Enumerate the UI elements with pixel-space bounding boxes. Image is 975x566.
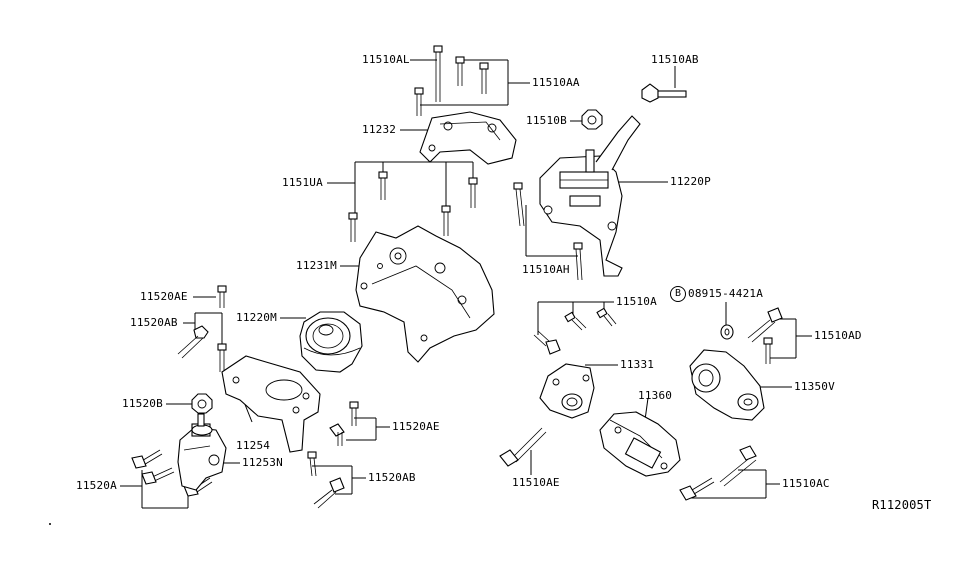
label-11520A: 11520A	[76, 479, 117, 492]
bolts-11520AB-left	[177, 325, 227, 372]
label-11510AA: 11510AA	[532, 76, 580, 89]
bolts-11510AC	[679, 445, 757, 501]
bolt-11510AA-3	[414, 87, 424, 116]
bolts-11520AE-right	[329, 401, 359, 446]
bolts-11520A	[131, 449, 213, 497]
label-11232: 11232	[362, 123, 397, 136]
bolt-11520AE-top	[217, 285, 227, 308]
bolt-11510AL	[433, 45, 443, 102]
bracket-11232	[419, 111, 517, 165]
label-11253N: 11253N	[242, 456, 283, 469]
label-11520AB-left: 11520AB	[130, 316, 178, 329]
label-08915-4421A: 08915-4421A	[688, 287, 764, 300]
registration-dot	[49, 523, 51, 525]
bracket-11254	[221, 355, 321, 453]
label-11331: 11331	[620, 358, 655, 371]
bolts-11510A	[533, 307, 617, 355]
bracket-11331	[539, 363, 595, 419]
label-11520AE-top: 11520AE	[140, 290, 188, 303]
label-11220M: 11220M	[236, 311, 277, 324]
mount-11220P	[539, 115, 641, 277]
washer-08915-4421A	[720, 324, 734, 340]
label-11510B: 11510B	[526, 114, 567, 127]
bolts-11510AH	[513, 182, 583, 281]
b-symbol: B	[670, 286, 686, 302]
mount-11220M	[299, 311, 363, 373]
mount-11253N	[177, 413, 227, 491]
label-11510AE: 11510AE	[512, 476, 560, 489]
diagram-code: R112005T	[872, 498, 932, 512]
bolts-11520AB-lower	[307, 451, 345, 509]
bolts-11510AD	[747, 307, 783, 364]
bolts-1151UA	[348, 171, 478, 242]
label-11220P: 11220P	[670, 175, 711, 188]
nut-11520B	[191, 393, 213, 414]
label-11510AC: 11510AC	[782, 477, 830, 490]
label-11520B: 11520B	[122, 397, 163, 410]
mount-11360	[599, 411, 681, 477]
bolt-11510AB	[641, 83, 687, 103]
label-11510AL: 11510AL	[362, 53, 410, 66]
label-1151UA: 1151UA	[282, 176, 323, 189]
bolt-11510AA-1	[455, 56, 465, 86]
label-11510AB: 11510AB	[651, 53, 699, 66]
label-11254: 11254	[236, 439, 271, 452]
nut-11510B	[581, 109, 603, 130]
label-11231M: 11231M	[296, 259, 337, 272]
bolt-11510AE	[499, 427, 547, 467]
bolt-11510AA-2	[479, 62, 489, 94]
leader-lines	[120, 59, 812, 509]
bracket-11231M	[355, 225, 495, 363]
label-11510AD: 11510AD	[814, 329, 862, 342]
label-11510A: 11510A	[616, 295, 657, 308]
label-11350V: 11350V	[794, 380, 835, 393]
rod-11350V	[689, 349, 765, 421]
label-11520AE-right: 11520AE	[392, 420, 440, 433]
label-11360: 11360	[638, 389, 673, 402]
label-11520AB-lower: 11520AB	[368, 471, 416, 484]
label-11510AH: 11510AH	[522, 263, 570, 276]
